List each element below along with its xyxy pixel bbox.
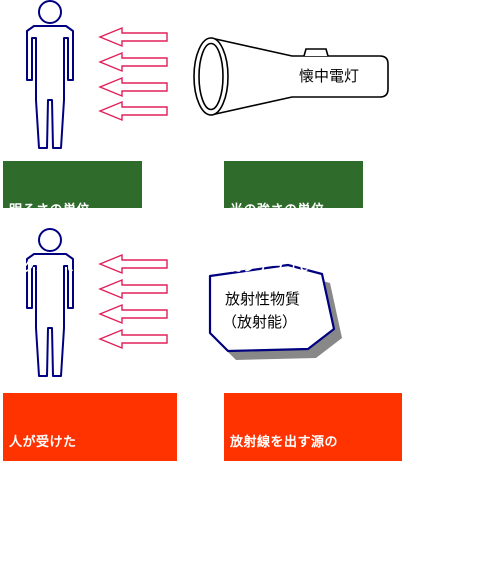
radioactive-material-shape <box>208 263 342 360</box>
candela-label-line-2: カンデラ（ｃｄ） <box>230 260 339 275</box>
arrow-2-top <box>98 51 168 73</box>
person-figure-top <box>26 0 74 149</box>
arrow-2-bottom <box>98 278 168 300</box>
sievert-label-line-3: シーベルト（Ｓｖ） <box>9 549 131 564</box>
arrow-1-top <box>98 26 168 48</box>
lux-label-line-2: ルクス（ｌｘ） <box>9 260 104 275</box>
sievert-unit-label: 人が受けた 放射線影響度単位 シーベルト（Ｓｖ） <box>3 393 177 564</box>
candela-label-line-1: 光の強さの単位 <box>230 203 325 218</box>
arrow-3-bottom <box>98 303 168 325</box>
candela-unit-label: 光の強さの単位 カンデラ（ｃｄ） <box>224 161 363 275</box>
lux-unit-label: 明るさの単位 ルクス（ｌｘ） <box>3 161 142 275</box>
becquerel-label-line-1: 放射線を出す源の <box>230 435 339 450</box>
flashlight-icon <box>193 37 389 116</box>
radioactivity-label: （放射能） <box>222 313 297 331</box>
becquerel-unit-label: 放射線を出す源の 放射性物質の能力 ベクレル（Ｂｑ） <box>224 393 402 564</box>
sievert-label-line-1: 人が受けた <box>9 435 77 450</box>
arrow-1-bottom <box>98 253 168 275</box>
arrows-top <box>98 26 168 122</box>
arrow-4-top <box>98 100 168 122</box>
lux-label-line-1: 明るさの単位 <box>9 203 91 218</box>
person-figure-bottom <box>26 228 74 377</box>
diagram-canvas: 懐中電灯 放射性物質 （放射能） <box>26 0 389 377</box>
arrows-bottom <box>98 253 168 350</box>
flashlight-label: 懐中電灯 <box>299 67 359 85</box>
radioactive-material-label: 放射性物質 <box>225 290 300 308</box>
becquerel-label-line-2: 放射性物質の能力 <box>230 492 339 507</box>
arrow-4-bottom <box>98 328 168 350</box>
becquerel-label-line-3: ベクレル（Ｂｑ） <box>230 549 339 564</box>
sievert-label-line-2: 放射線影響度単位 <box>9 492 118 507</box>
arrow-3-top <box>98 76 168 98</box>
